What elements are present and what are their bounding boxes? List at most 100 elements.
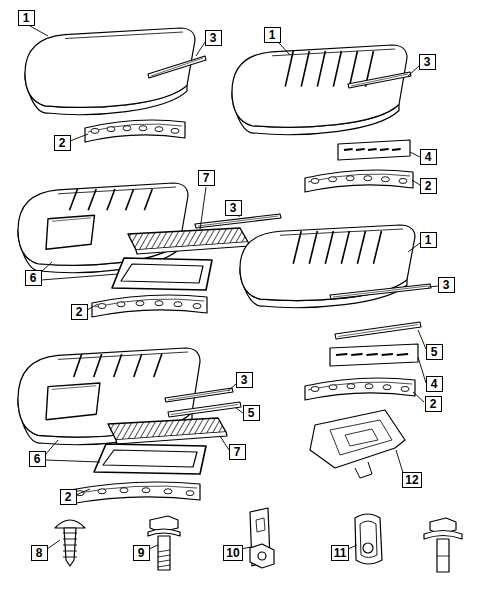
- part-outline: [382, 354, 393, 355]
- callout-number: 12: [402, 472, 421, 488]
- leader-line: [279, 43, 290, 55]
- part-outline: [366, 354, 377, 355]
- callout-number: 1: [420, 232, 437, 248]
- part-outline: [158, 565, 170, 567]
- leader-line: [41, 262, 52, 272]
- part-outline: [195, 214, 281, 228]
- part-outline: [73, 486, 197, 494]
- part-outline: [272, 49, 395, 56]
- part-outline: [85, 120, 185, 142]
- part-outline: [46, 383, 100, 420]
- callout-number: 2: [60, 489, 77, 505]
- part-outline: [121, 264, 203, 283]
- callout-number: 9: [133, 545, 150, 561]
- leader-line: [76, 489, 90, 495]
- part-outline: [55, 520, 85, 528]
- part-outline: [74, 354, 82, 377]
- callout-number: 2: [425, 396, 442, 412]
- part-outline: [114, 354, 122, 377]
- part-outline: [351, 74, 408, 86]
- part-outline: [46, 215, 95, 249]
- part-outline: [198, 216, 278, 226]
- part-outline: [134, 354, 142, 377]
- leader-line: [200, 187, 206, 230]
- callout-number: 7: [198, 170, 215, 186]
- part-outline: [301, 51, 309, 87]
- part-outline: [308, 174, 410, 182]
- leader-line: [410, 152, 420, 157]
- part-outline: [317, 51, 325, 87]
- part-outline: [368, 149, 377, 150]
- part-outline: [397, 354, 408, 355]
- callout-number: 1: [264, 27, 281, 43]
- part-outline: [65, 32, 183, 39]
- part-outline: [95, 299, 204, 307]
- part-outline: [63, 557, 77, 558]
- part-outline: [437, 539, 449, 572]
- part-outline: [136, 242, 249, 254]
- part-outline: [349, 51, 357, 87]
- callout-number: 11: [331, 545, 350, 561]
- leader-line: [30, 26, 48, 36]
- part-outline: [168, 390, 230, 400]
- part-outline: [330, 420, 392, 455]
- part-outline: [18, 183, 188, 265]
- leader-line: [87, 304, 98, 310]
- part-outline: [94, 354, 102, 377]
- part-outline: [424, 531, 462, 540]
- part-outline: [151, 58, 203, 76]
- part-outline: [348, 72, 411, 88]
- leader-line: [413, 392, 424, 402]
- part-outline: [52, 218, 91, 221]
- part-outline: [63, 545, 77, 546]
- part-outline: [158, 555, 170, 557]
- part-outline: [330, 344, 418, 366]
- callout-number: 6: [25, 270, 42, 286]
- part-outline: [330, 284, 431, 299]
- part-outline: [63, 533, 77, 534]
- part-outline: [344, 149, 353, 150]
- part-outline: [63, 539, 77, 540]
- part-outline: [373, 231, 381, 264]
- part-outline: [336, 354, 347, 355]
- part-outline: [52, 386, 96, 390]
- part-outline: [338, 325, 418, 337]
- part-outline: [63, 551, 77, 552]
- part-outline: [341, 231, 349, 264]
- part-outline: [351, 354, 362, 355]
- part-outline: [88, 189, 96, 210]
- part-outline: [112, 258, 212, 290]
- part-outline: [380, 149, 389, 150]
- part-outline: [116, 432, 227, 444]
- part-outline: [305, 378, 415, 400]
- callout-number: 2: [420, 178, 437, 194]
- part-outline: [355, 462, 372, 478]
- leader-line: [45, 440, 58, 455]
- part-outline: [88, 124, 182, 132]
- callout-number: 5: [426, 344, 443, 360]
- part-outline: [64, 528, 76, 566]
- callout-number: 4: [420, 149, 437, 165]
- leader-line: [348, 545, 357, 549]
- part-outline: [310, 410, 405, 468]
- part-outline: [333, 286, 428, 297]
- leader-line: [47, 540, 60, 549]
- part-outline: [280, 229, 403, 235]
- part-outline: [92, 295, 207, 317]
- part-outline: [158, 560, 170, 562]
- part-outline: [165, 388, 233, 402]
- leader-line: [45, 460, 100, 462]
- part-outline: [94, 444, 206, 474]
- callout-number: 3: [438, 277, 455, 293]
- part-outline: [232, 45, 407, 127]
- callout-number: 2: [71, 304, 88, 320]
- leader-line: [149, 545, 158, 549]
- part-outline: [305, 170, 413, 192]
- callout-number: 10: [223, 545, 242, 561]
- leader-line: [408, 243, 420, 252]
- part-outline: [168, 402, 241, 417]
- part-outline: [293, 231, 301, 264]
- part-outline: [392, 149, 401, 150]
- callout-number: 2: [54, 135, 71, 151]
